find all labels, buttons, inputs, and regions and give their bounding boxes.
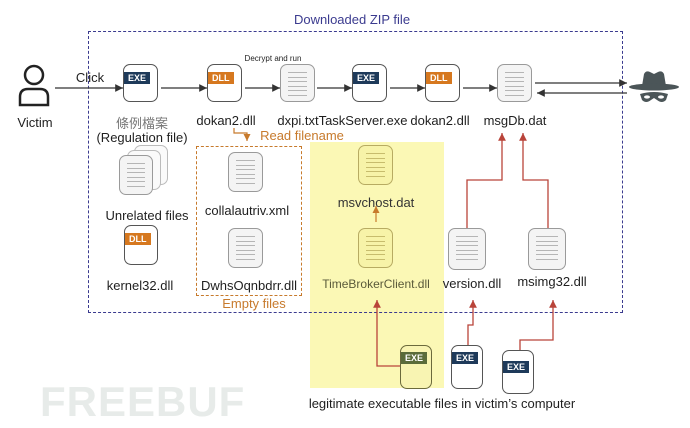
msgdb-dat-file [497,64,532,102]
dwhsoqnbdrr-dll-name: DwhsOqnbdrr.dll [200,278,298,293]
arrow-version-to-msgdb [466,133,506,228]
attacker-hacker-icon [629,71,679,102]
regulation-file-name: 條例檔案 [115,117,169,132]
msvchost-dat-name: msvchost.dat [337,195,415,210]
msgdb-dat-name: msgDb.dat [483,113,547,128]
victim-label: Victim [17,115,53,130]
dxpi-txt-file [280,64,315,102]
decrypt-and-run-annotation: Decrypt and run [244,54,302,63]
arrow-legit-to-version [467,300,477,352]
exe-badge: EXE [452,352,479,364]
empty-files-boundary [196,146,302,296]
kernel32-dll-name: kernel32.dll [106,278,174,293]
click-label: Click [75,70,105,85]
regulation-file-sub: (Regulation file) [96,130,188,145]
dll-badge: DLL [208,72,234,84]
timebrokerclient-dll-file [358,228,393,268]
legit-exe-version-host: EXE [451,345,483,389]
dokan2-dll-name: dokan2.dll [196,113,256,128]
version-dll-name: version.dll [442,276,502,291]
exe-badge: EXE [503,361,530,373]
arrow-msimg32-to-msgdb [519,133,549,228]
freebuf-watermark: FREEBUF [40,378,246,425]
dokan2-dll-file: DLL [207,64,242,102]
taskserver-exe-name: TaskServer.exe [318,113,408,128]
zip-box-title: Downloaded ZIP file [293,12,411,27]
read-filename-annotation: Read filename [260,128,344,143]
dll-badge: DLL [426,72,452,84]
collalautriv-xml-file [228,152,263,192]
zip-file-boundary [88,31,623,313]
exe-badge: EXE [124,72,151,84]
dll-badge: DLL [125,233,151,245]
arrow-legit-to-timebroker [373,300,400,367]
exe-badge: EXE [353,72,380,84]
legit-exe-timebroker-host: EXE [400,345,432,389]
collalautriv-xml-name: collalautriv.xml [204,203,290,218]
version-dll-file [448,228,486,270]
dxpi-txt-name: dxpi.txt [277,113,319,128]
regulation-exe-file: EXE [123,64,158,102]
legit-exe-caption: legitimate executable files in victim’s … [308,396,576,411]
unrelated-files-label: Unrelated files [105,208,189,223]
msimg32-dll-name: msimg32.dll [517,274,587,289]
legit-exe-msimg32-host: EXE [502,350,534,394]
unrelated-file-front [119,155,153,195]
arrow-legit-to-msimg32 [519,300,557,358]
dwhsoqnbdrr-dll-file [228,228,263,268]
dokan2-dll-second-name: dokan2.dll [410,113,470,128]
arrow-read-filename [233,128,251,141]
kernel32-dll-file: DLL [124,225,158,265]
dokan2-dll-second-file: DLL [425,64,460,102]
timebrokerclient-dll-name: TimeBrokerClient.dll [322,277,430,291]
msvchost-dat-file [358,145,393,185]
exe-badge: EXE [401,352,428,364]
msimg32-dll-file [528,228,566,270]
empty-files-annotation: Empty files [222,296,286,311]
taskserver-exe-file: EXE [352,64,387,102]
victim-user-icon [18,64,50,107]
